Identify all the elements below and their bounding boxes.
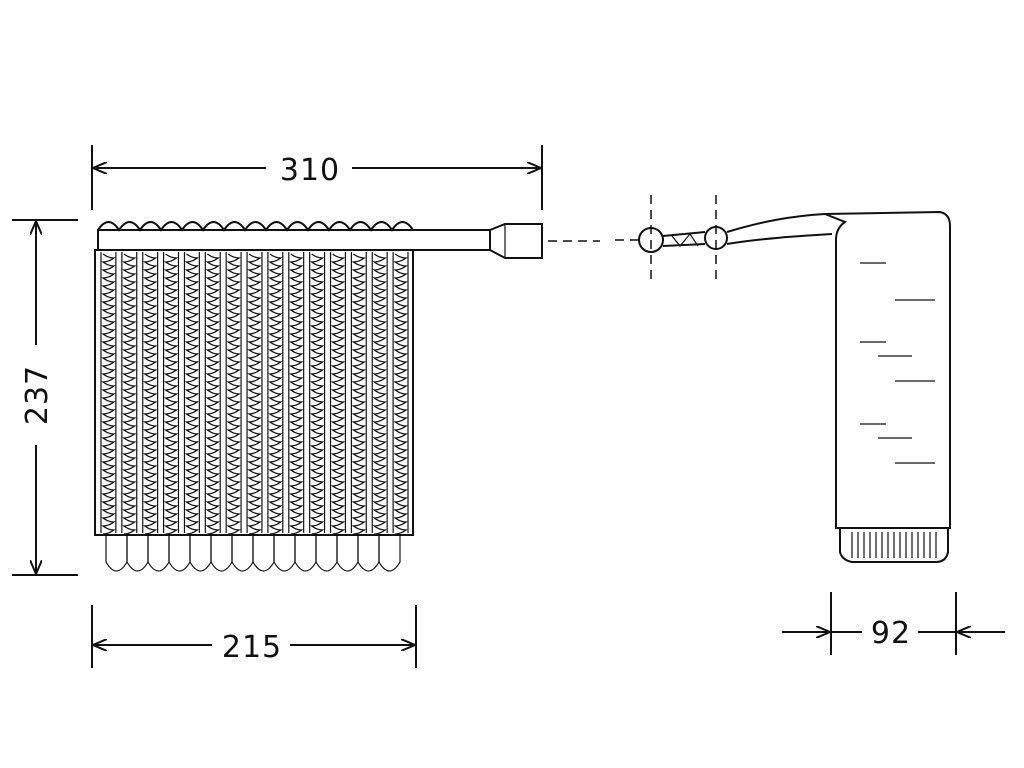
tank-lobe	[378, 535, 401, 572]
fin-wave	[351, 253, 367, 535]
dimension-depth: 92	[782, 592, 1005, 655]
fin-wave	[163, 253, 179, 535]
dimension-label-92: 92	[871, 616, 911, 651]
side-markings	[860, 262, 935, 464]
fin-wave	[309, 253, 325, 535]
side-bottom-tank	[839, 527, 949, 563]
dimension-label-310: 310	[280, 153, 340, 188]
fin-wave	[247, 253, 262, 535]
evaporator-side-view	[615, 195, 951, 563]
fin-wave	[184, 253, 200, 535]
fin-wave	[122, 253, 137, 535]
side-housing	[824, 210, 951, 529]
fin-wave	[205, 253, 221, 535]
core-top-scallop	[97, 221, 414, 232]
side-bottom-ribs	[851, 532, 937, 558]
tank-lobe	[357, 535, 380, 572]
tank-lobe	[189, 535, 212, 572]
fin-wave	[226, 253, 241, 535]
fin-wave	[330, 253, 346, 535]
core-fins	[100, 252, 409, 535]
fin-wave	[142, 253, 158, 535]
dimension-label-237: 237	[20, 365, 55, 425]
tank-lobe	[147, 535, 170, 572]
side-pipe-bend	[671, 232, 699, 247]
dimension-core-width: 215	[91, 605, 417, 668]
bottom-tank	[105, 535, 401, 572]
tank-lobe	[231, 535, 254, 572]
tank-lobe	[210, 535, 233, 572]
dimension-width-top: 310	[91, 145, 543, 210]
side-pipe	[662, 213, 833, 247]
evaporator-core	[94, 249, 414, 536]
header-pipe	[97, 229, 491, 251]
tank-lobe	[315, 535, 338, 572]
dimension-height-left: 237	[12, 219, 78, 576]
tank-lobe	[273, 535, 296, 572]
fin-wave	[288, 253, 304, 535]
evaporator-front-view	[94, 221, 600, 572]
fin-wave	[268, 253, 283, 535]
tank-lobe	[252, 535, 275, 572]
fin-wave	[393, 253, 408, 535]
tank-lobe	[336, 535, 359, 572]
fin-wave	[372, 253, 387, 535]
tank-lobe	[126, 535, 149, 572]
dimension-label-215: 215	[222, 630, 282, 665]
pipe-connector	[489, 223, 543, 259]
tank-lobe	[105, 535, 128, 572]
tank-lobe	[294, 535, 317, 572]
tank-lobe	[168, 535, 191, 572]
fin-wave	[101, 253, 116, 535]
